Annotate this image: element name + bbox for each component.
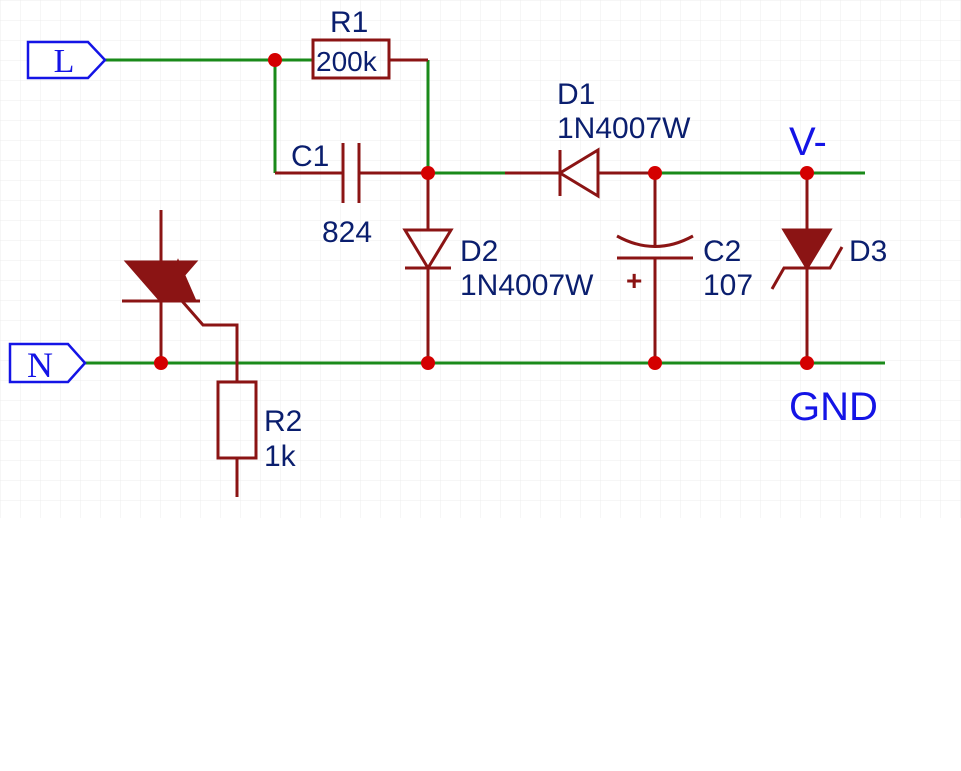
junction-dot: [800, 166, 814, 180]
junction-dot: [421, 166, 435, 180]
c2-value-label: 107: [703, 269, 753, 302]
net-label-gnd: GND: [789, 385, 878, 429]
c2-ref-label: C2: [703, 235, 741, 268]
junctions: [154, 53, 814, 370]
c1-ref-label: C1: [291, 140, 329, 173]
port-live-label: L: [54, 43, 75, 80]
resistor-r2[interactable]: [216, 363, 258, 497]
junction-dot: [268, 53, 282, 67]
junction-dot: [154, 356, 168, 370]
capacitor-c1[interactable]: [275, 143, 428, 203]
c2-polarity-mark: +: [626, 265, 642, 296]
junction-dot: [800, 356, 814, 370]
triac[interactable]: [122, 210, 239, 363]
zener-diode-d3[interactable]: [770, 173, 844, 363]
ports: [8, 40, 107, 384]
c1-value-label: 824: [322, 216, 372, 249]
r2-ref-label: R2: [264, 405, 302, 438]
r2-value-label: 1k: [264, 440, 297, 473]
r1-value-label: 200k: [316, 46, 378, 77]
diode-d1[interactable]: [505, 147, 655, 199]
capacitor-c2[interactable]: [616, 173, 694, 363]
port-neutral[interactable]: [8, 342, 87, 384]
port-neutral-label: N: [27, 345, 53, 385]
junction-dot: [648, 356, 662, 370]
net-label-v-minus: V-: [789, 120, 827, 164]
d2-ref-label: D2: [460, 235, 498, 268]
d3-ref-label: D3: [849, 235, 887, 268]
port-live[interactable]: [26, 40, 107, 80]
r1-ref-label: R1: [330, 6, 368, 39]
diode-d2[interactable]: [402, 173, 454, 363]
resistor-r1[interactable]: [311, 38, 428, 80]
junction-dot: [421, 356, 435, 370]
d1-ref-label: D1: [557, 78, 595, 111]
d1-value-label: 1N4007W: [557, 112, 691, 145]
d2-value-label: 1N4007W: [460, 269, 594, 302]
junction-dot: [648, 166, 662, 180]
